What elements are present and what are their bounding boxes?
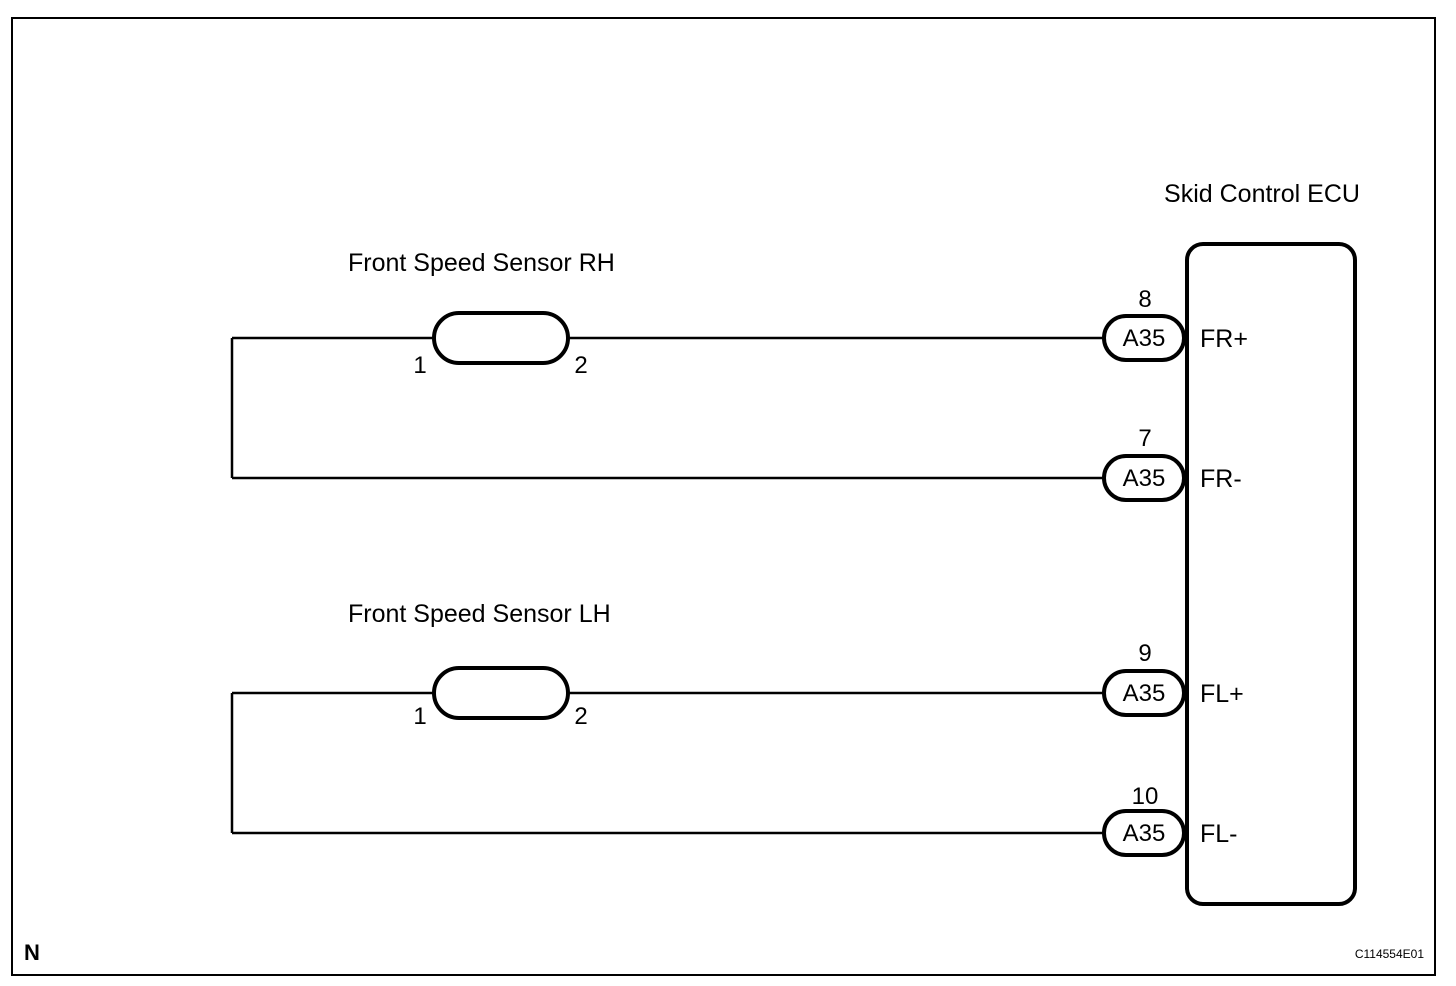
terminal-fr-minus: FR- [1200, 465, 1242, 493]
ecu-pin-number: 9 [1138, 640, 1151, 667]
sensor-rh-title: Front Speed Sensor RH [348, 249, 615, 277]
sensor-rh-body [432, 311, 570, 365]
connector-label: A35 [1123, 680, 1166, 707]
diagram-frame [11, 17, 1436, 976]
corner-mark: N [24, 940, 40, 965]
connector-a35-fr-plus [1102, 314, 1186, 362]
terminal-fl-plus: FL+ [1200, 680, 1244, 708]
sensor-lh-pin-2: 2 [574, 703, 587, 730]
connector-a35-fr-minus [1102, 454, 1186, 502]
sensor-rh-pin-1: 1 [413, 352, 426, 379]
sensor-lh-body [432, 666, 570, 720]
ecu-pin-number: 8 [1138, 286, 1151, 313]
ecu-pin-number: 10 [1132, 783, 1159, 810]
ecu-pin-number: 7 [1138, 425, 1151, 452]
connector-label: A35 [1123, 325, 1166, 352]
ecu-box [1185, 242, 1357, 906]
figure-code: C114554E01 [1355, 947, 1424, 961]
terminal-fl-minus: FL- [1200, 820, 1238, 848]
connector-a35-fl-plus [1102, 669, 1186, 717]
sensor-lh-pin-1: 1 [413, 703, 426, 730]
connector-label: A35 [1123, 820, 1166, 847]
sensor-rh-pin-2: 2 [574, 352, 587, 379]
connector-a35-fl-minus [1102, 809, 1186, 857]
terminal-fr-plus: FR+ [1200, 325, 1248, 353]
sensor-lh-title: Front Speed Sensor LH [348, 600, 611, 628]
ecu-title: Skid Control ECU [1164, 180, 1360, 208]
connector-label: A35 [1123, 465, 1166, 492]
